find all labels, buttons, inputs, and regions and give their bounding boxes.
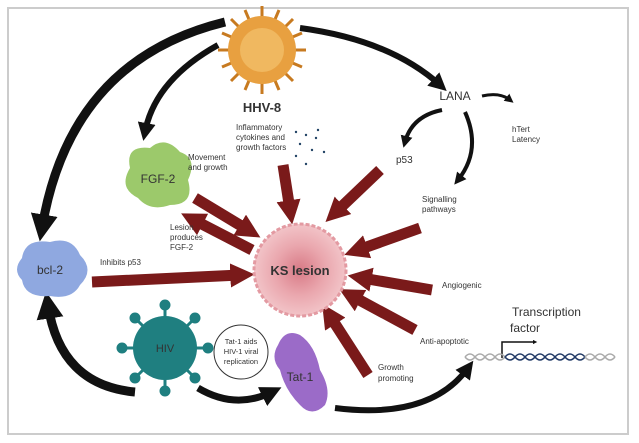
arrow-hhv8-fgf2 xyxy=(137,42,220,141)
fgf2-label: FGF-2 xyxy=(141,172,176,186)
cytokine-dots-icon xyxy=(294,128,326,166)
effect-arrows xyxy=(91,164,433,378)
lesion-produces-label-3: FGF-2 xyxy=(170,243,194,252)
lesion-produces-label-2: produces xyxy=(170,233,203,242)
bcl2-label: bcl-2 xyxy=(37,263,63,277)
ks-lesion-cell-icon xyxy=(252,222,348,318)
replication-cycle-icon xyxy=(213,324,269,380)
latency-label: Latency xyxy=(512,135,540,144)
tat-aids-label-2: HIV-1 viral xyxy=(224,347,259,356)
cytokines-label-1: Inflammatory xyxy=(236,123,282,132)
growth-promoting-label-2: promoting xyxy=(378,374,414,383)
arrow-lana-htert xyxy=(481,93,514,103)
lana-label: LANA xyxy=(439,89,470,103)
arrow-hhv8-bcl2 xyxy=(30,17,227,242)
hiv-virus-icon xyxy=(116,299,214,397)
signalling-label-2: pathways xyxy=(422,205,456,214)
black-arrows xyxy=(30,17,514,414)
cytokines-label-2: cytokines and xyxy=(236,133,285,142)
hhv8-virus-icon xyxy=(218,6,306,94)
p53-label: p53 xyxy=(396,155,413,166)
movement-label-1: Movement xyxy=(188,153,226,162)
arrow-tat1-transcription xyxy=(334,360,474,414)
dna-helix-icon xyxy=(464,353,616,361)
tat-aids-label-3: replication xyxy=(224,357,258,366)
angiogenic-label: Angiogenic xyxy=(442,281,482,290)
movement-label-2: and growth xyxy=(188,163,228,172)
arrow-lana-p53 xyxy=(400,108,443,148)
ks-lesion-label: KS lesion xyxy=(270,263,329,278)
bcl2-protein-icon xyxy=(17,240,88,297)
tat1-label: Tat-1 xyxy=(287,370,314,384)
anti-apoptotic-label: Anti-apoptotic xyxy=(420,337,469,346)
htert-label: hTert xyxy=(512,125,531,134)
arrow-hiv-bcl2 xyxy=(36,291,136,397)
tat-aids-label-1: Tat-1 aids xyxy=(225,337,258,346)
arrow-lana-signalling xyxy=(454,111,475,185)
inhibits-p53-label: Inhibits p53 xyxy=(100,258,141,267)
transcription-label-1: Transcription xyxy=(512,305,581,319)
promoter-arrow-icon xyxy=(501,339,538,358)
tat1-protein-icon xyxy=(274,332,328,412)
signalling-label-1: Signalling xyxy=(422,195,457,204)
growth-promoting-label-1: Growth xyxy=(378,363,404,372)
hiv-label: HIV xyxy=(156,343,175,355)
transcription-label-2: factor xyxy=(510,321,540,335)
hhv8-label: HHV-8 xyxy=(243,100,281,115)
arrow-hhv8-lana xyxy=(299,25,447,92)
arrow-hiv-tat1 xyxy=(196,384,282,407)
cytokines-label-3: growth factors xyxy=(236,143,286,152)
fgf2-protein-icon xyxy=(125,142,192,208)
lesion-produces-label-1: Lesion xyxy=(170,223,194,232)
